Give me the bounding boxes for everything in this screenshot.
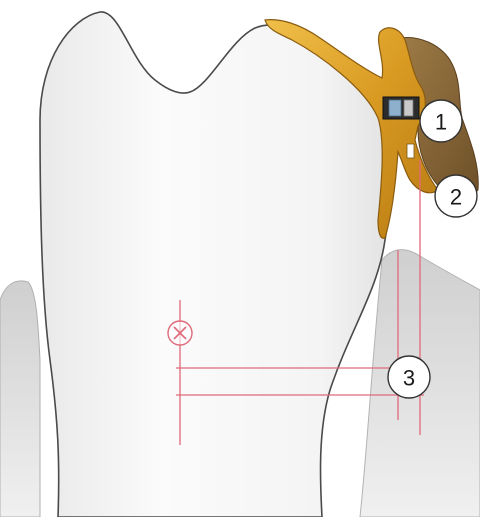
tooth-crown-and-root: [40, 12, 391, 517]
attachment-pin-2: [404, 100, 413, 116]
callout-1-label: 1: [435, 110, 447, 135]
callout-2: 2: [435, 175, 477, 217]
gum-left: [0, 281, 40, 517]
attachment-slot: [407, 144, 414, 158]
callout-2-label: 2: [450, 185, 462, 210]
callout-1: 1: [420, 100, 462, 142]
callout-3-label: 3: [403, 366, 415, 391]
attachment-pin: [389, 100, 401, 116]
rotation-center-marker: [168, 321, 192, 345]
callout-3: 3: [388, 356, 430, 398]
